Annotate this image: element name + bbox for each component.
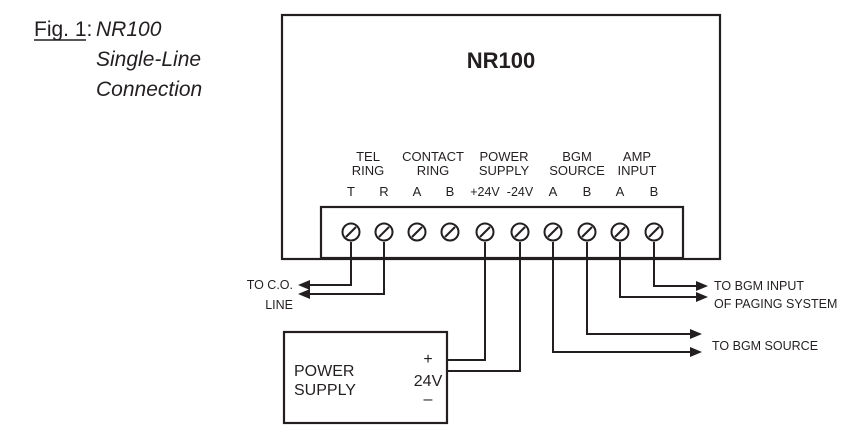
terminal-screws bbox=[341, 222, 664, 242]
group-bgm-source-line-2: SOURCE bbox=[549, 163, 605, 178]
arrow-tel-t bbox=[298, 280, 310, 290]
wire-power-plus bbox=[447, 242, 486, 361]
pin-label-contact-b: B bbox=[446, 184, 455, 199]
group-amp-input-line-1: AMP bbox=[623, 149, 651, 164]
co-line-label-2: LINE bbox=[265, 298, 293, 312]
paging-input-label-2: OF PAGING SYSTEM bbox=[714, 297, 837, 311]
group-contact-ring-line-2: RING bbox=[417, 163, 450, 178]
bgm-source-label: TO BGM SOURCE bbox=[712, 339, 818, 353]
group-power-supply-line-1: POWER bbox=[479, 149, 528, 164]
figure-title-line-3: Connection bbox=[96, 78, 202, 101]
terminal-pin-labels: T R A B +24V -24V A B A B bbox=[347, 184, 658, 199]
arrow-tel-r bbox=[298, 289, 310, 299]
terminal-screw-slot-6 bbox=[514, 226, 526, 238]
group-tel-ring-line-1: TEL bbox=[356, 149, 380, 164]
pin-label-tel-r: R bbox=[379, 184, 388, 199]
co-line-label-1: TO C.O. bbox=[247, 278, 293, 292]
pin-label-tel-t: T bbox=[347, 184, 355, 199]
arrow-bgm-a bbox=[690, 347, 702, 357]
arrow-amp-b bbox=[696, 281, 708, 291]
pin-label-bgm-a: A bbox=[549, 184, 558, 199]
power-supply-minus: – bbox=[424, 391, 433, 408]
terminal-screw-slot-5 bbox=[479, 226, 491, 238]
wire-power-minus bbox=[447, 242, 521, 372]
wire-amp-a bbox=[619, 242, 696, 298]
terminal-screw-slot-3 bbox=[411, 226, 423, 238]
pin-label-amp-a: A bbox=[616, 184, 625, 199]
wire-bgm-b bbox=[586, 242, 690, 335]
group-tel-ring-line-2: RING bbox=[352, 163, 385, 178]
device-title: NR100 bbox=[467, 48, 535, 73]
pin-label-power-plus: +24V bbox=[470, 185, 500, 199]
pin-label-amp-b: B bbox=[650, 184, 659, 199]
group-amp-input-line-2: INPUT bbox=[618, 163, 657, 178]
pin-label-bgm-b: B bbox=[583, 184, 592, 199]
group-power-supply-line-2: SUPPLY bbox=[479, 163, 530, 178]
pin-label-power-minus: -24V bbox=[507, 185, 534, 199]
group-bgm-source-line-1: BGM bbox=[562, 149, 592, 164]
power-supply-plus: + bbox=[423, 351, 432, 368]
paging-input-label-1: TO BGM INPUT bbox=[714, 279, 804, 293]
wire-bgm-a bbox=[552, 242, 690, 353]
figure-title-line-1: NR100 bbox=[96, 18, 162, 41]
arrow-bgm-b bbox=[690, 329, 702, 339]
figure-title-line-2: Single-Line bbox=[96, 48, 201, 71]
pin-label-contact-a: A bbox=[413, 184, 422, 199]
terminal-screw-slot-8 bbox=[581, 226, 593, 238]
power-supply-voltage: 24V bbox=[414, 373, 443, 390]
wire-tel-t bbox=[308, 242, 352, 286]
power-supply-label-2: SUPPLY bbox=[294, 382, 356, 399]
wire-tel-r bbox=[308, 242, 385, 295]
terminal-screw-slot-7 bbox=[547, 226, 559, 238]
terminal-screw-slot-2 bbox=[378, 226, 390, 238]
wires bbox=[298, 242, 708, 372]
terminal-screw-slot-9 bbox=[614, 226, 626, 238]
power-supply-box bbox=[282, 330, 449, 425]
terminal-group-labels: TEL RING CONTACT RING POWER SUPPLY BGM S… bbox=[352, 149, 657, 178]
power-supply-label-1: POWER bbox=[294, 363, 354, 380]
wire-amp-b bbox=[653, 242, 696, 287]
figure-label: Fig. 1: bbox=[34, 18, 92, 41]
terminal-screw-slot-10 bbox=[648, 226, 660, 238]
terminal-screw-slot-1 bbox=[345, 226, 357, 238]
terminal-screw-slot-4 bbox=[444, 226, 456, 238]
group-contact-ring-line-1: CONTACT bbox=[402, 149, 464, 164]
arrow-amp-a bbox=[696, 292, 708, 302]
